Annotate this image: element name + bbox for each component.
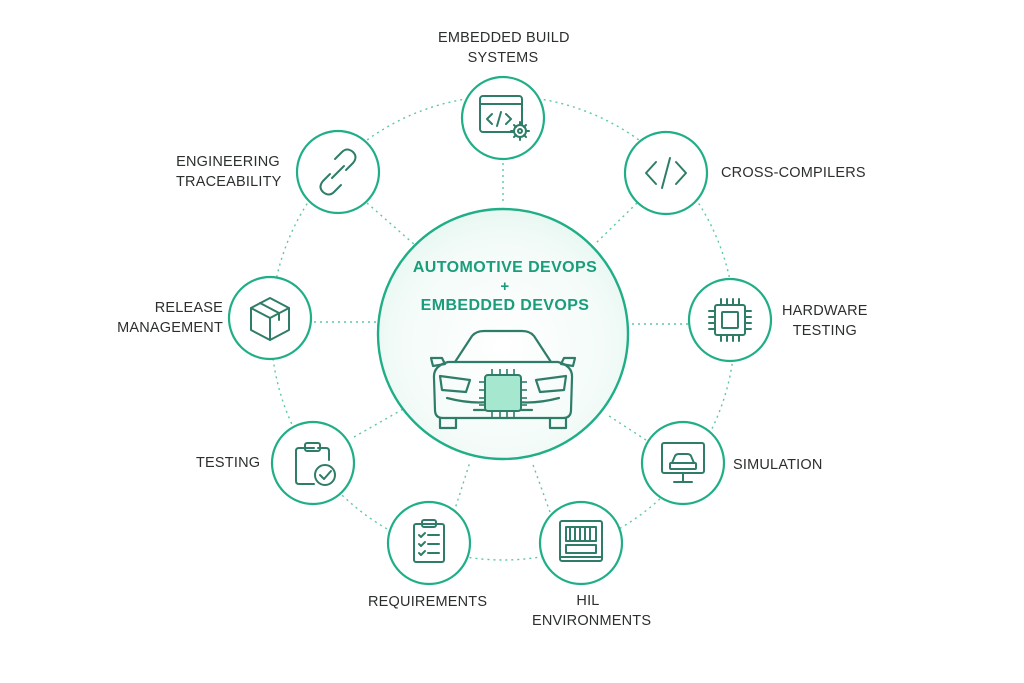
label-cross-compilers: CROSS-COMPILERS [721,165,866,181]
spoke-requirements [453,461,471,513]
label-testing: TESTING [196,455,261,471]
label-embedded-build-systems: EMBEDDED BUILD SYSTEMS [438,30,570,66]
node-circle-build [460,75,546,161]
package-box-icon [250,297,290,341]
monitor-car-icon [661,442,705,483]
chain-link-icon [319,148,357,196]
label-release-management: RELEASE MANAGEMENT [117,300,223,336]
chip-icon [708,298,752,342]
checklist-icon [413,519,445,563]
spoke-traceability [366,202,416,246]
car-chip-icon [479,369,527,417]
label-simulation: SIMULATION [733,457,823,473]
label-engineering-traceability: ENGINEERING TRACEABILITY [176,154,282,190]
code-window-gear-icon [479,95,530,141]
spokes [314,157,688,513]
node-circle-testing [270,420,356,506]
spoke-simulation [605,413,647,441]
center-circle [376,207,630,461]
spoke-hil [531,461,551,513]
spoke-testing [353,407,406,438]
clipboard-check-icon [295,442,336,486]
spoke-compilers [595,202,638,244]
label-hil-environments: HIL ENVIRONMENTS [532,593,652,629]
label-hardware-testing: HARDWARE TESTING [782,303,868,339]
node-circle-hardware [687,277,773,363]
center-title-line1: AUTOMOTIVE DEVOPS [412,259,598,276]
node-circle-hil [538,500,624,586]
center-title-line2: EMBEDDED DEVOPS [420,297,590,314]
hil-rack-icon [559,520,603,562]
code-brackets-icon [645,157,687,189]
center-plus: + [500,278,510,295]
car-icon [429,329,577,430]
label-requirements: REQUIREMENTS [368,594,488,610]
